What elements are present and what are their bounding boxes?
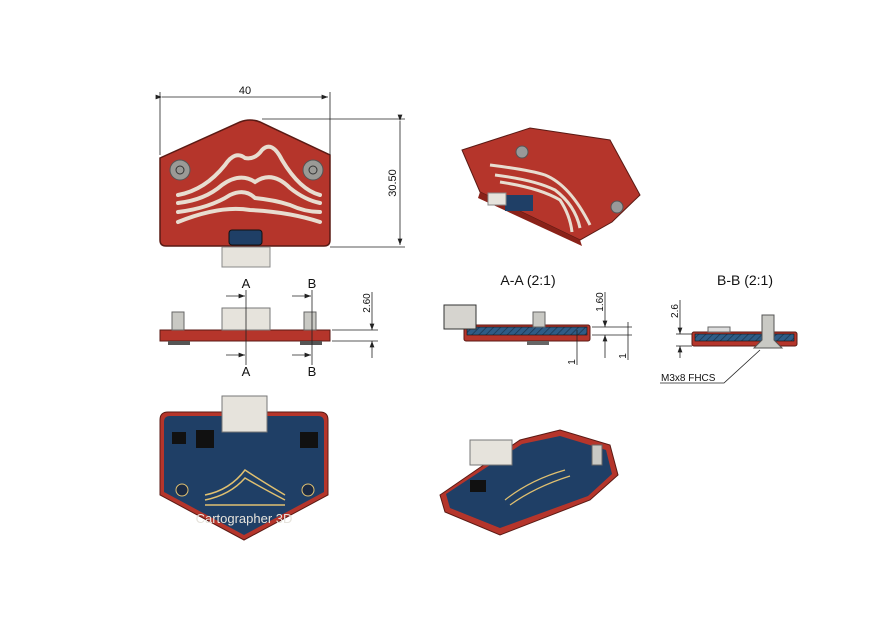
section-title-aa: A-A (2:1) bbox=[500, 272, 555, 288]
height-dimension: 30.50 bbox=[387, 169, 399, 197]
screw-callout: M3x8 FHCS bbox=[661, 373, 716, 384]
isometric-bottom-view bbox=[439, 429, 619, 536]
section-marker-b-bottom: B bbox=[308, 364, 317, 379]
aa-dimension-1b: 1 bbox=[618, 353, 629, 359]
section-marker-a-top: A bbox=[242, 276, 251, 291]
side-view: A B A B 2.60 bbox=[159, 276, 378, 379]
section-marker-b-top: B bbox=[308, 276, 317, 291]
top-view: 40 30.50 bbox=[155, 85, 405, 268]
isometric-top-view bbox=[461, 127, 641, 246]
section-marker-a-bottom: A bbox=[242, 364, 251, 379]
side-height-dimension: 2.60 bbox=[362, 293, 373, 313]
width-dimension: 40 bbox=[239, 85, 251, 97]
aa-dimension-1a: 1 bbox=[567, 359, 578, 365]
pcb-bottom-view: Cartographer 3D bbox=[159, 395, 329, 541]
section-b-b: B-B (2:1) 2.6 M3x8 FHCS bbox=[660, 272, 798, 384]
bb-height-dimension: 2.6 bbox=[670, 304, 681, 318]
aa-thickness-dimension: 1.60 bbox=[595, 292, 606, 312]
board-label: Cartographer 3D bbox=[196, 511, 293, 526]
section-a-a: A-A (2:1) 1.60 1 1 bbox=[443, 272, 632, 365]
screw-icon bbox=[302, 159, 324, 181]
screw-icon bbox=[169, 159, 191, 181]
section-title-bb: B-B (2:1) bbox=[717, 272, 773, 288]
